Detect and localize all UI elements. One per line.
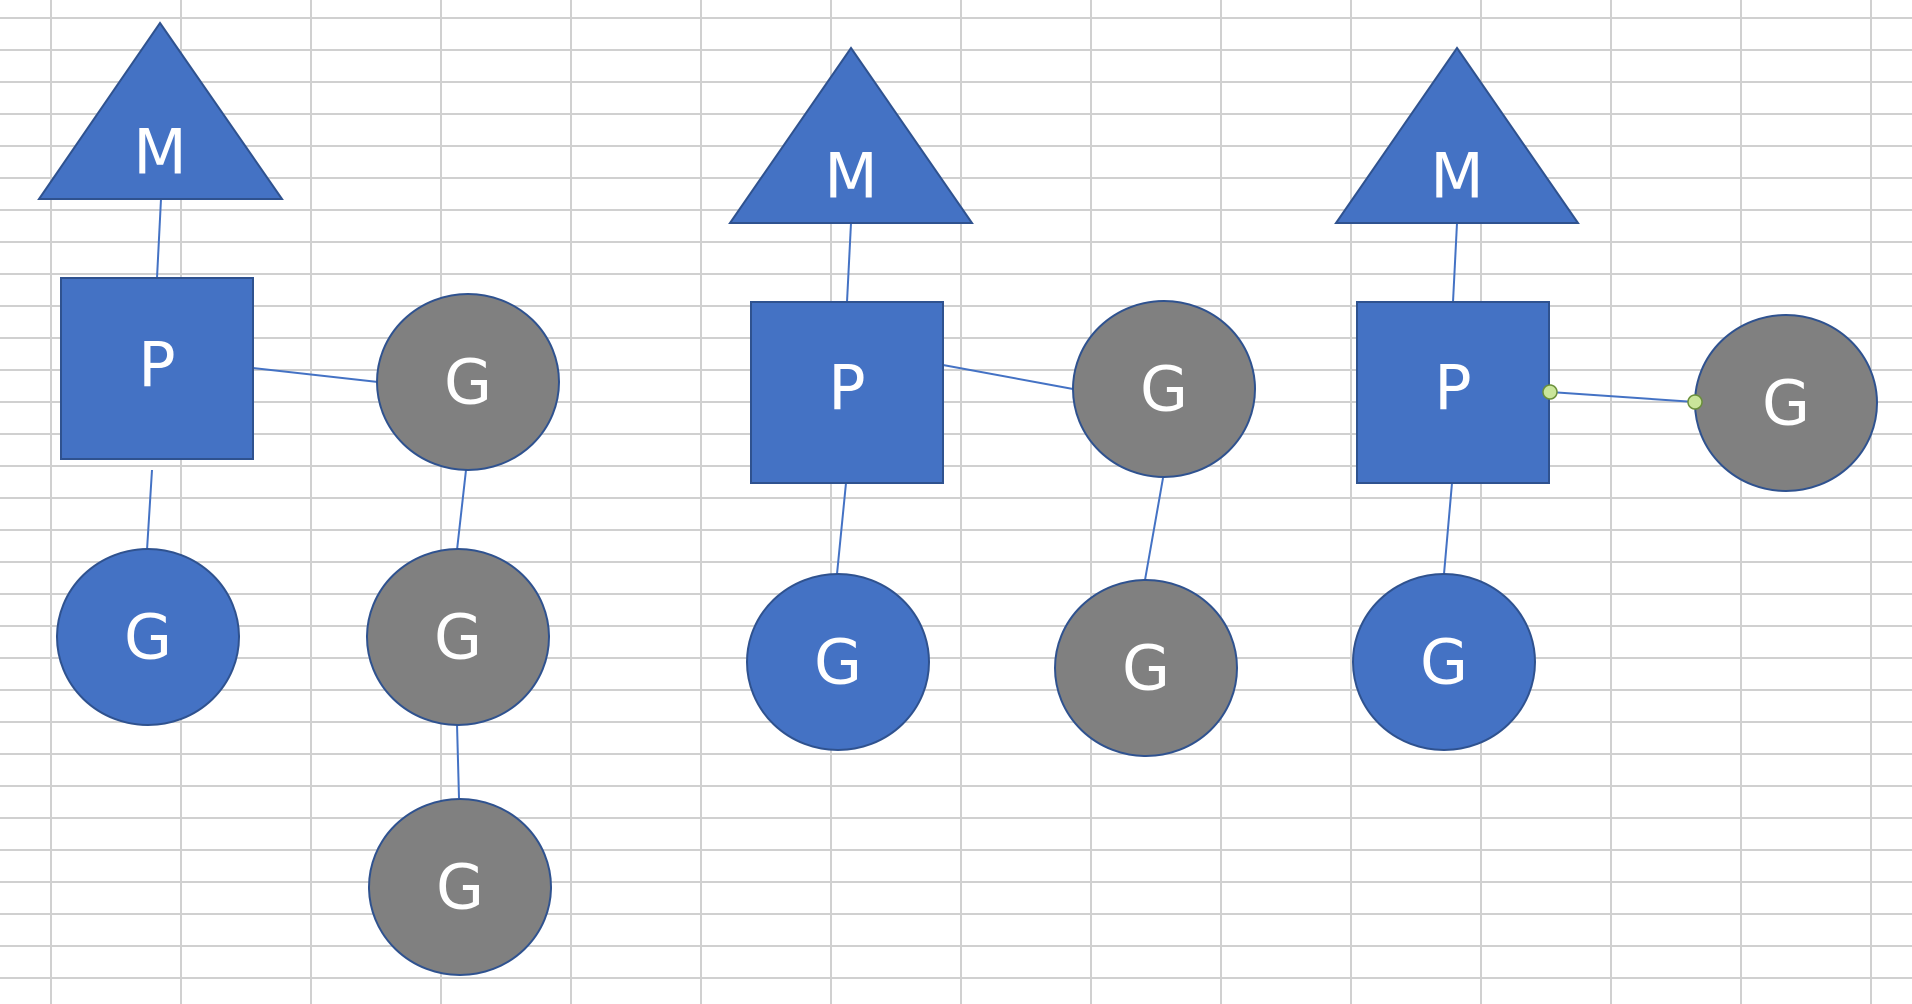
g-queue-circle[interactable]: G [376,293,560,471]
mpg-group-1: M P G G G G [37,21,560,976]
p-square[interactable]: P [750,301,944,484]
g-queue-circle[interactable]: G [1054,579,1238,757]
g-label: G [1762,367,1810,440]
connector-g-g[interactable] [456,469,467,551]
g-running-circle[interactable]: G [56,548,240,726]
connector-start-handle[interactable] [1542,384,1558,400]
g-queue-circle[interactable]: G [1072,300,1256,478]
m-triangle[interactable]: M [728,46,974,224]
m-label: M [824,140,878,213]
g-label: G [1140,353,1188,426]
connector-p-g-queue-selected[interactable] [1549,391,1696,403]
m-label: M [1430,140,1484,213]
g-label: G [1122,632,1170,705]
g-running-circle[interactable]: G [746,573,930,751]
connector-m-p[interactable] [846,222,852,303]
p-label: P [138,329,175,402]
g-label: G [444,346,492,419]
g-queue-circle[interactable]: G [368,798,552,976]
m-triangle[interactable]: M [37,21,284,200]
g-label: G [124,601,172,674]
g-queue-circle[interactable]: G [366,548,550,726]
connector-p-g-running[interactable] [836,482,847,575]
p-square[interactable]: P [60,277,254,460]
connector-m-p[interactable] [1452,222,1458,303]
p-label: P [1434,352,1471,425]
g-label: G [814,626,862,699]
mpg-group-3: M P G G [1334,46,1878,751]
g-label: G [1420,626,1468,699]
mpg-group-2: M P G G G [728,46,1256,757]
m-label: M [133,116,187,189]
g-label: G [436,851,484,924]
connector-p-g-queue[interactable] [942,364,1074,390]
g-running-circle[interactable]: G [1352,573,1536,751]
p-label: P [828,352,865,425]
connector-p-g-running[interactable] [1443,482,1453,575]
connector-g-g[interactable] [1144,477,1164,581]
g-queue-circle[interactable]: G [1694,314,1878,492]
connector-end-handle[interactable] [1687,394,1703,410]
connector-p-g-queue[interactable] [252,367,379,383]
connector-p-g-running[interactable] [146,469,153,551]
g-label: G [434,601,482,674]
m-triangle[interactable]: M [1334,46,1580,224]
p-square[interactable]: P [1356,301,1550,484]
connector-g-g[interactable] [456,723,460,799]
connector-m-p[interactable] [156,198,162,279]
